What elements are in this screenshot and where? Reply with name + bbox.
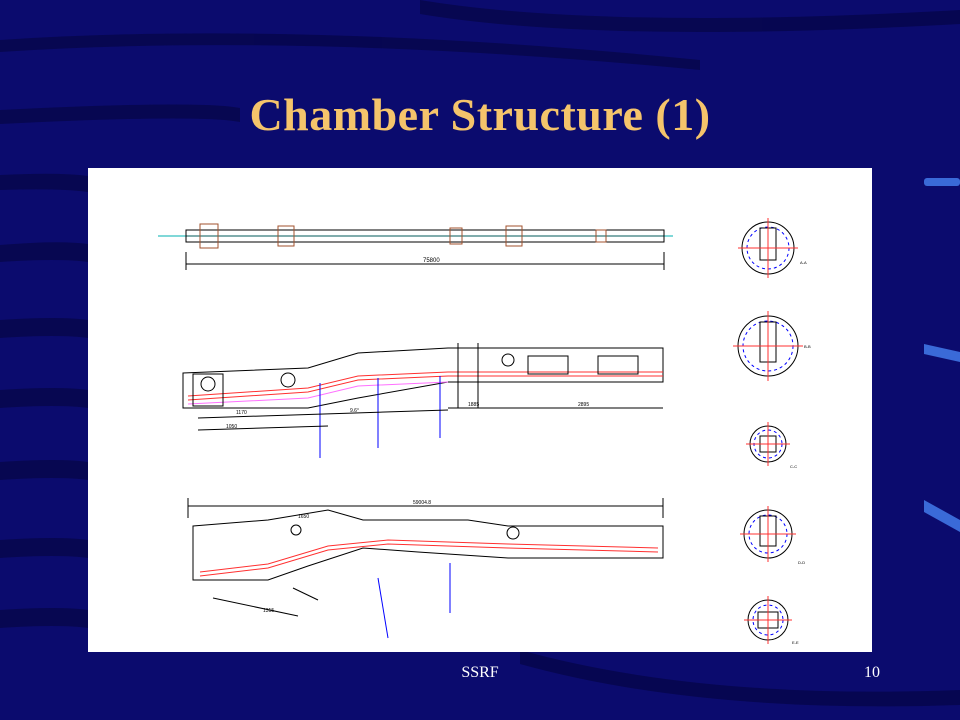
section-label-2: B-B	[804, 344, 811, 349]
side-view-dim-5: 9.6°	[350, 408, 359, 414]
section-view-4	[740, 506, 796, 562]
section-label-3: C-C	[790, 464, 797, 469]
section-view-5	[744, 596, 792, 644]
side-view	[182, 343, 664, 458]
page-number: 10	[864, 664, 880, 681]
bottom-view-dim-1: 59004.8	[413, 500, 431, 506]
bottom-view	[187, 498, 664, 639]
section-view-1	[738, 218, 798, 278]
slide-title: Chamber Structure (1)	[249, 89, 711, 140]
side-view-dim-4: 2895	[578, 402, 589, 408]
side-view-dim-1: 1170	[236, 410, 247, 416]
section-view-3	[746, 422, 790, 466]
section-label-4: D-D	[798, 560, 805, 565]
section-label-1: A-A	[800, 260, 807, 265]
bottom-view-dim-3: 1650	[298, 514, 309, 520]
top-view	[158, 223, 673, 270]
side-view-dim-3: 1885	[468, 402, 479, 408]
side-view-dim-2: 1050	[226, 424, 237, 430]
top-view-dimension: 75800	[423, 258, 440, 264]
engineering-drawing: 75800 1170 1050 1885 2895 9.6°	[88, 168, 872, 652]
chamber-drawing-svg: 75800 1170 1050 1885 2895 9.6°	[158, 218, 811, 645]
footer-text: SSRF	[461, 664, 499, 681]
bottom-view-dim-2: 1315	[263, 608, 274, 614]
section-label-5: E-E	[792, 640, 799, 645]
section-view-2	[733, 311, 803, 381]
